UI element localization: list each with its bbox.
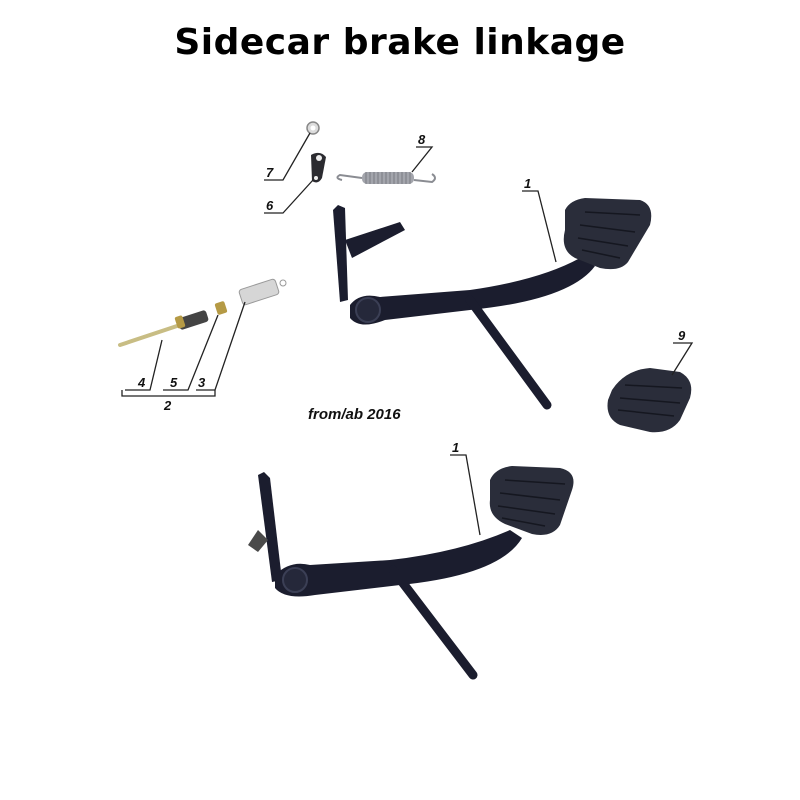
model-year-note: from/ab 2016 <box>308 406 401 423</box>
callout-4: 5 <box>170 375 178 390</box>
leader-lines <box>121 132 694 536</box>
callout-8: 8 <box>418 132 426 147</box>
callout-6: 6 <box>266 198 274 213</box>
brake-pedal-lower <box>248 466 574 680</box>
page-title: Sidecar brake linkage <box>174 22 626 63</box>
callout-2: 2 <box>164 398 172 413</box>
nut-part-4 <box>214 301 228 315</box>
return-spring-part-8 <box>336 172 436 184</box>
callout-1-upper: 1 <box>524 176 532 191</box>
pedal-pad-part-9 <box>607 368 692 433</box>
callout-7: 7 <box>266 165 274 180</box>
callout-3: 4 <box>138 375 146 390</box>
lever-plate-part-6 <box>311 152 326 183</box>
callout-9: 9 <box>678 328 686 343</box>
callout-1-lower: 1 <box>452 440 460 455</box>
threaded-rod-part-3 <box>118 310 209 347</box>
callout-5: 3 <box>198 375 206 390</box>
brake-pedal-upper <box>333 198 652 410</box>
clevis-part-5 <box>238 278 287 306</box>
washer-part-7 <box>306 121 320 135</box>
